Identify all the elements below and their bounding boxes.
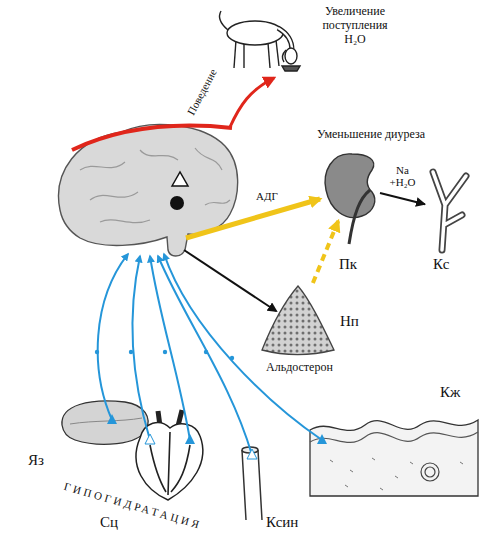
heart-drawing (150, 432, 190, 495)
brain-drawing (80, 148, 230, 223)
figure-caption: ГИПОГИДРАТАЦИЯ (63, 480, 204, 532)
receptor-mark (107, 414, 117, 424)
receptor-mark (230, 356, 234, 360)
tongue-drawing (70, 418, 142, 424)
adrenal-node: НпАльдостерон (262, 283, 334, 356)
organ-label: Кж (440, 384, 460, 401)
brain-drawing (172, 172, 188, 186)
afferent-line (164, 254, 322, 440)
vessel-drawing (433, 172, 466, 250)
dog-drawing (227, 21, 283, 45)
adrenal-drawing (262, 286, 334, 355)
dog-drawing (278, 28, 292, 50)
receptor-mark (204, 350, 208, 354)
connector-arrow (380, 193, 425, 204)
effect-caption: Увеличение поступления H₂O (315, 5, 395, 46)
skin-drawing (421, 463, 439, 481)
brain-drawing (59, 124, 238, 256)
organ-label: Нп (340, 313, 359, 330)
vein-node: Ксин (238, 440, 270, 520)
effect-caption: Уменьшение диуреза (317, 128, 425, 142)
skin-drawing (330, 458, 463, 490)
hormone-label: Альдостерон (266, 361, 333, 375)
adrenal-drawing (262, 286, 334, 355)
receptor-mark (247, 449, 257, 459)
pathway-label: Поведение (185, 67, 220, 117)
skin-drawing (425, 467, 435, 477)
behaviour-arrow (72, 126, 232, 150)
dog-drawing (220, 11, 300, 71)
heart-drawing (136, 423, 203, 500)
receptor-mark (185, 434, 195, 444)
tongue-node: Яз (58, 398, 153, 448)
vein-drawing (242, 450, 262, 520)
connector-arrow (313, 220, 339, 283)
organ-label: Кс (433, 256, 449, 273)
brain-drawing (170, 196, 184, 210)
organ-label: Сц (100, 514, 118, 531)
afferent-line (158, 256, 252, 455)
afferent-line (132, 256, 150, 440)
organ-label: Ксин (266, 514, 298, 531)
dog-drawing (285, 48, 297, 64)
dog-drawing (234, 40, 236, 68)
dog-drawing (268, 43, 270, 68)
receptor-mark (95, 350, 99, 354)
tongue-drawing (62, 401, 148, 444)
behaviour-arrow (230, 78, 274, 127)
dog-drawing (276, 40, 279, 66)
dog-drawing (282, 50, 286, 62)
hormone-arrow (186, 199, 320, 238)
receptor-mark (317, 434, 327, 444)
vessel-node: Кс (425, 168, 475, 253)
vein-drawing (242, 447, 262, 520)
dog-node: Увеличение поступления H₂O (223, 5, 301, 75)
kidney-drawing (325, 154, 375, 244)
skin-drawing (310, 420, 478, 496)
skin-drawing (310, 420, 478, 496)
receptor-mark (129, 350, 133, 354)
kidney-drawing (349, 190, 370, 244)
heart-node: Сц (130, 410, 210, 502)
dog-drawing (278, 28, 292, 50)
afferent-line (98, 254, 322, 455)
dog-drawing (220, 11, 228, 30)
skin-node: Кж (310, 408, 478, 496)
skin-drawing (310, 432, 478, 442)
afferent-line (98, 254, 128, 420)
kidney-drawing (325, 154, 375, 218)
tongue-drawing (62, 401, 148, 444)
receptor-mark (145, 434, 155, 444)
organ-label: Яз (28, 452, 44, 469)
hormone-label: АДГ (256, 190, 278, 203)
hormone-arrow (184, 250, 276, 311)
organ-label: Пк (339, 256, 357, 273)
kidney-node: Уменьшение диурезаПк (325, 152, 380, 220)
vessel-drawing (433, 172, 466, 250)
brain-drawing (59, 124, 238, 256)
dog-drawing (282, 66, 300, 71)
dog-drawing (243, 43, 244, 68)
behaviour-arrow (72, 78, 274, 150)
edge-label: Na +H₂O (385, 164, 421, 189)
receptor-mark (163, 350, 167, 354)
vessel-drawing (433, 172, 466, 250)
